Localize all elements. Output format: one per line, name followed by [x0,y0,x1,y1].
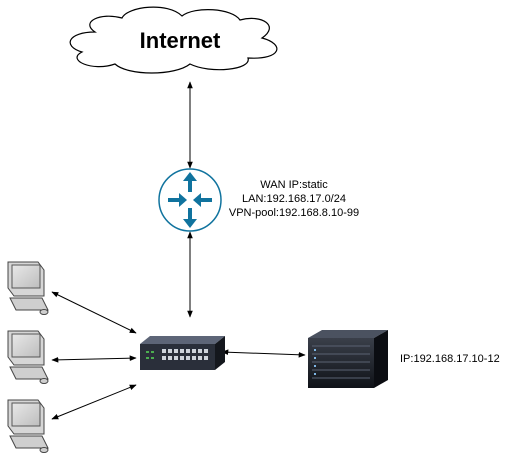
pc-icon [7,330,49,384]
pc-icon [7,261,49,315]
internet-label: Internet [140,28,221,53]
pc-icon [7,399,49,453]
router-icon [158,168,222,232]
router-labels: WAN IP:static LAN:192.168.17.0/24 VPN-po… [229,179,359,219]
server-icon [308,330,388,388]
server-ip-label: IP:192.168.17.10-12 [400,353,500,365]
router-wan-label: WAN IP:static [260,179,328,191]
link-pc1-switch [51,291,137,334]
link-switch-server [221,349,306,358]
switch-icon [140,336,225,370]
link-pc2-switch [51,355,137,363]
connections [51,81,306,420]
router-vpn-label: VPN-pool:192.168.8.10-99 [229,207,359,219]
internet-cloud: Internet [69,6,278,74]
link-pc3-switch [51,384,137,420]
router-lan-label: LAN:192.168.17.0/24 [242,193,346,205]
